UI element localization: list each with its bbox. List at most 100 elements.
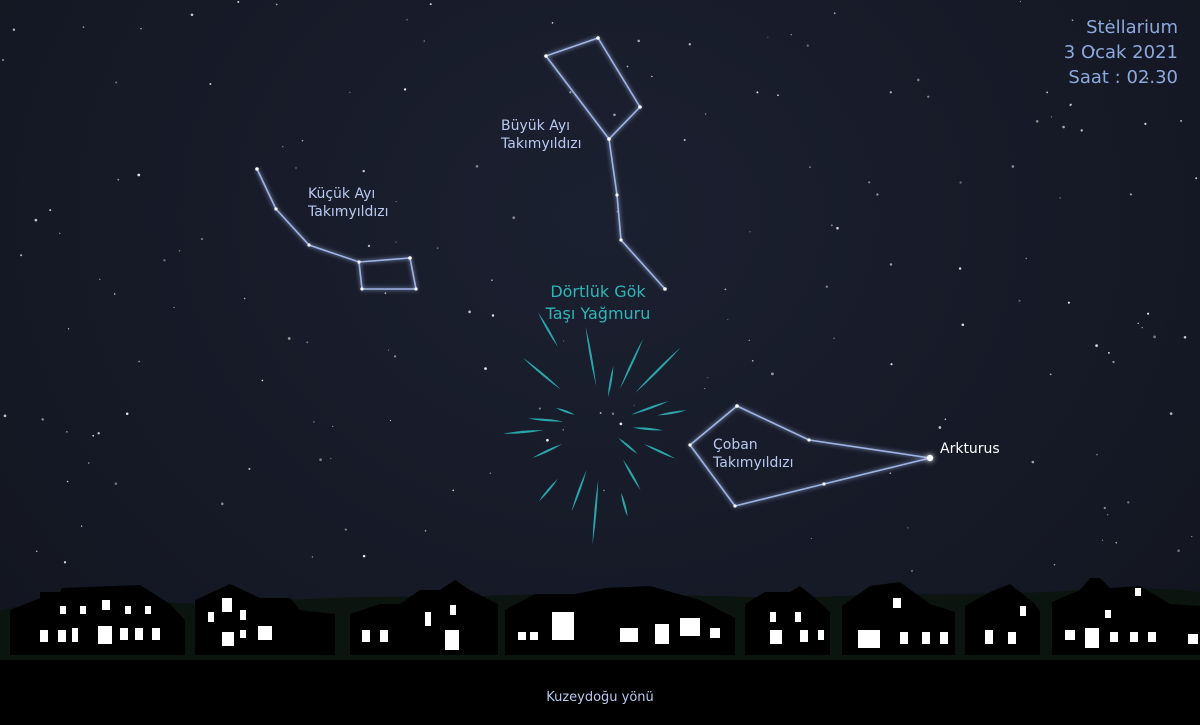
background-star — [311, 556, 314, 558]
background-star — [938, 426, 942, 429]
background-star — [767, 36, 769, 38]
meteor-streak — [607, 365, 614, 398]
background-star — [1127, 501, 1130, 504]
background-star — [1106, 513, 1109, 516]
background-star — [393, 355, 397, 358]
background-star — [1180, 119, 1183, 122]
background-star — [958, 267, 962, 270]
background-star — [1035, 119, 1039, 123]
ursa-major-stars — [544, 36, 667, 291]
ursa-minor-label: Küçük Ayı Takımyıldızı — [308, 185, 389, 221]
background-star — [313, 421, 315, 423]
background-star — [67, 328, 70, 330]
background-star — [237, 0, 240, 3]
house-window — [380, 630, 388, 642]
background-star — [688, 43, 691, 46]
background-star — [810, 537, 812, 540]
background-star — [603, 489, 605, 492]
house-window — [795, 612, 801, 622]
house-window — [102, 600, 110, 610]
background-star — [287, 337, 291, 340]
background-star — [344, 528, 347, 531]
background-star — [727, 318, 729, 320]
house-window — [893, 598, 901, 608]
background-star — [423, 40, 425, 42]
house-window — [800, 630, 808, 642]
meteor-streak — [621, 492, 628, 517]
background-star — [749, 231, 751, 233]
background-star — [806, 44, 809, 47]
meteor-streak — [619, 338, 644, 389]
house-window — [145, 606, 151, 614]
house-window — [552, 612, 574, 640]
house-window — [985, 630, 993, 644]
background-star — [613, 113, 616, 117]
background-star — [911, 570, 913, 572]
meteor-shower-label-line2: Taşı Yağmuru — [545, 304, 651, 323]
background-star — [1103, 506, 1106, 510]
background-stars — [2, 0, 1198, 572]
background-star — [868, 181, 871, 184]
background-star — [683, 138, 686, 142]
background-star — [1059, 197, 1061, 199]
house-window — [152, 628, 160, 640]
background-star — [99, 278, 101, 281]
background-star — [830, 224, 833, 227]
background-star — [1018, 299, 1021, 302]
background-star — [1050, 116, 1053, 118]
background-star — [1144, 122, 1147, 125]
house-window — [940, 632, 948, 644]
house-window — [1135, 588, 1141, 596]
house-window — [1085, 628, 1099, 648]
arkturus-star — [926, 454, 934, 462]
meteor-streak — [532, 444, 563, 458]
background-star — [117, 178, 120, 181]
background-star — [82, 26, 85, 28]
background-star — [1115, 541, 1118, 544]
background-star — [424, 529, 427, 532]
background-star — [436, 247, 439, 249]
ursa-major-label: Büyük Ayı Takımyıldızı — [501, 117, 582, 153]
background-star — [163, 259, 166, 262]
background-star — [1183, 336, 1187, 339]
background-star — [1191, 536, 1193, 538]
meteor-streak — [657, 410, 687, 416]
meteor-streak — [538, 312, 558, 348]
background-star — [1031, 460, 1035, 464]
background-star — [777, 94, 779, 96]
background-star — [651, 75, 653, 78]
background-star — [637, 39, 640, 43]
background-star — [907, 527, 909, 529]
background-star — [12, 28, 16, 31]
ursa-major-label-line2: Takımyıldızı — [501, 136, 582, 152]
background-star — [569, 91, 572, 94]
house-window — [620, 628, 638, 642]
background-star — [890, 363, 893, 366]
background-star — [1019, 0, 1022, 3]
background-star — [1195, 177, 1198, 180]
house-window — [1110, 632, 1118, 642]
background-star — [384, 292, 387, 294]
background-star — [836, 226, 839, 230]
background-star — [889, 263, 893, 266]
background-star — [389, 419, 392, 422]
background-star — [1025, 257, 1028, 260]
meteor-streak — [618, 437, 638, 454]
house-window — [240, 630, 246, 638]
background-star — [1146, 77, 1149, 80]
background-star — [1096, 453, 1098, 456]
house-window — [770, 612, 776, 622]
house-window — [425, 612, 431, 626]
date-text: 3 Ocak 2021 — [1063, 42, 1178, 63]
background-star — [724, 288, 727, 291]
background-star — [406, 19, 408, 21]
bootes-label-line2: Takımyıldızı — [713, 455, 794, 471]
background-star — [140, 27, 142, 30]
house-window — [818, 630, 824, 640]
meteor-streak — [522, 357, 561, 390]
background-star — [1169, 412, 1173, 415]
background-star — [551, 22, 554, 24]
background-star — [403, 88, 407, 91]
meteor-streak — [585, 326, 597, 386]
